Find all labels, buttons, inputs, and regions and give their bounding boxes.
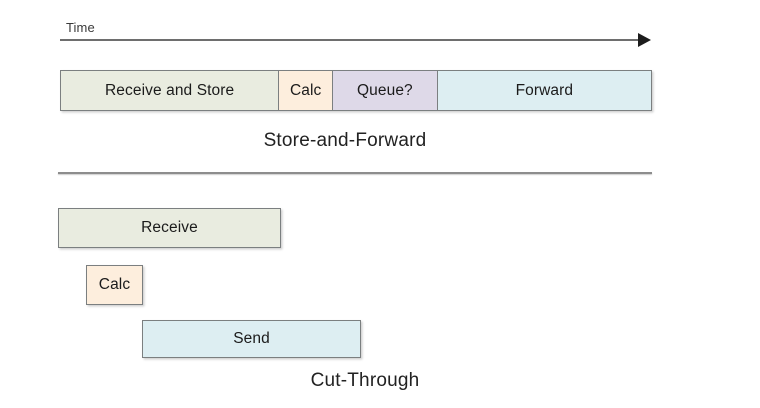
time-axis: Time — [60, 20, 652, 47]
time-axis-line — [60, 39, 640, 41]
bar-label: Receive — [141, 219, 198, 236]
arrow-right-icon — [638, 33, 651, 47]
bar-receive: Receive — [58, 208, 281, 248]
cut-through-caption: Cut-Through — [310, 370, 420, 391]
bar-send: Send — [142, 320, 361, 358]
segment-label: Receive and Store — [105, 81, 235, 99]
bar-label: Send — [233, 330, 270, 347]
time-axis-label: Time — [66, 20, 95, 35]
section-divider — [58, 172, 652, 174]
segment-receive-and-store: Receive and Store — [61, 71, 280, 110]
segment-label: Queue? — [357, 81, 413, 99]
segment-forward: Forward — [437, 71, 651, 110]
bar-label: Calc — [98, 276, 131, 293]
segment-label: Calc — [289, 81, 322, 99]
store-and-forward-bar: Receive and Store Calc Queue? Forward — [60, 70, 652, 111]
segment-label: Forward — [515, 81, 574, 99]
segment-calc: Calc — [279, 71, 334, 110]
segment-queue: Queue? — [333, 71, 438, 110]
bar-calc: Calc — [86, 265, 143, 305]
store-and-forward-caption: Store-and-Forward — [263, 130, 427, 151]
